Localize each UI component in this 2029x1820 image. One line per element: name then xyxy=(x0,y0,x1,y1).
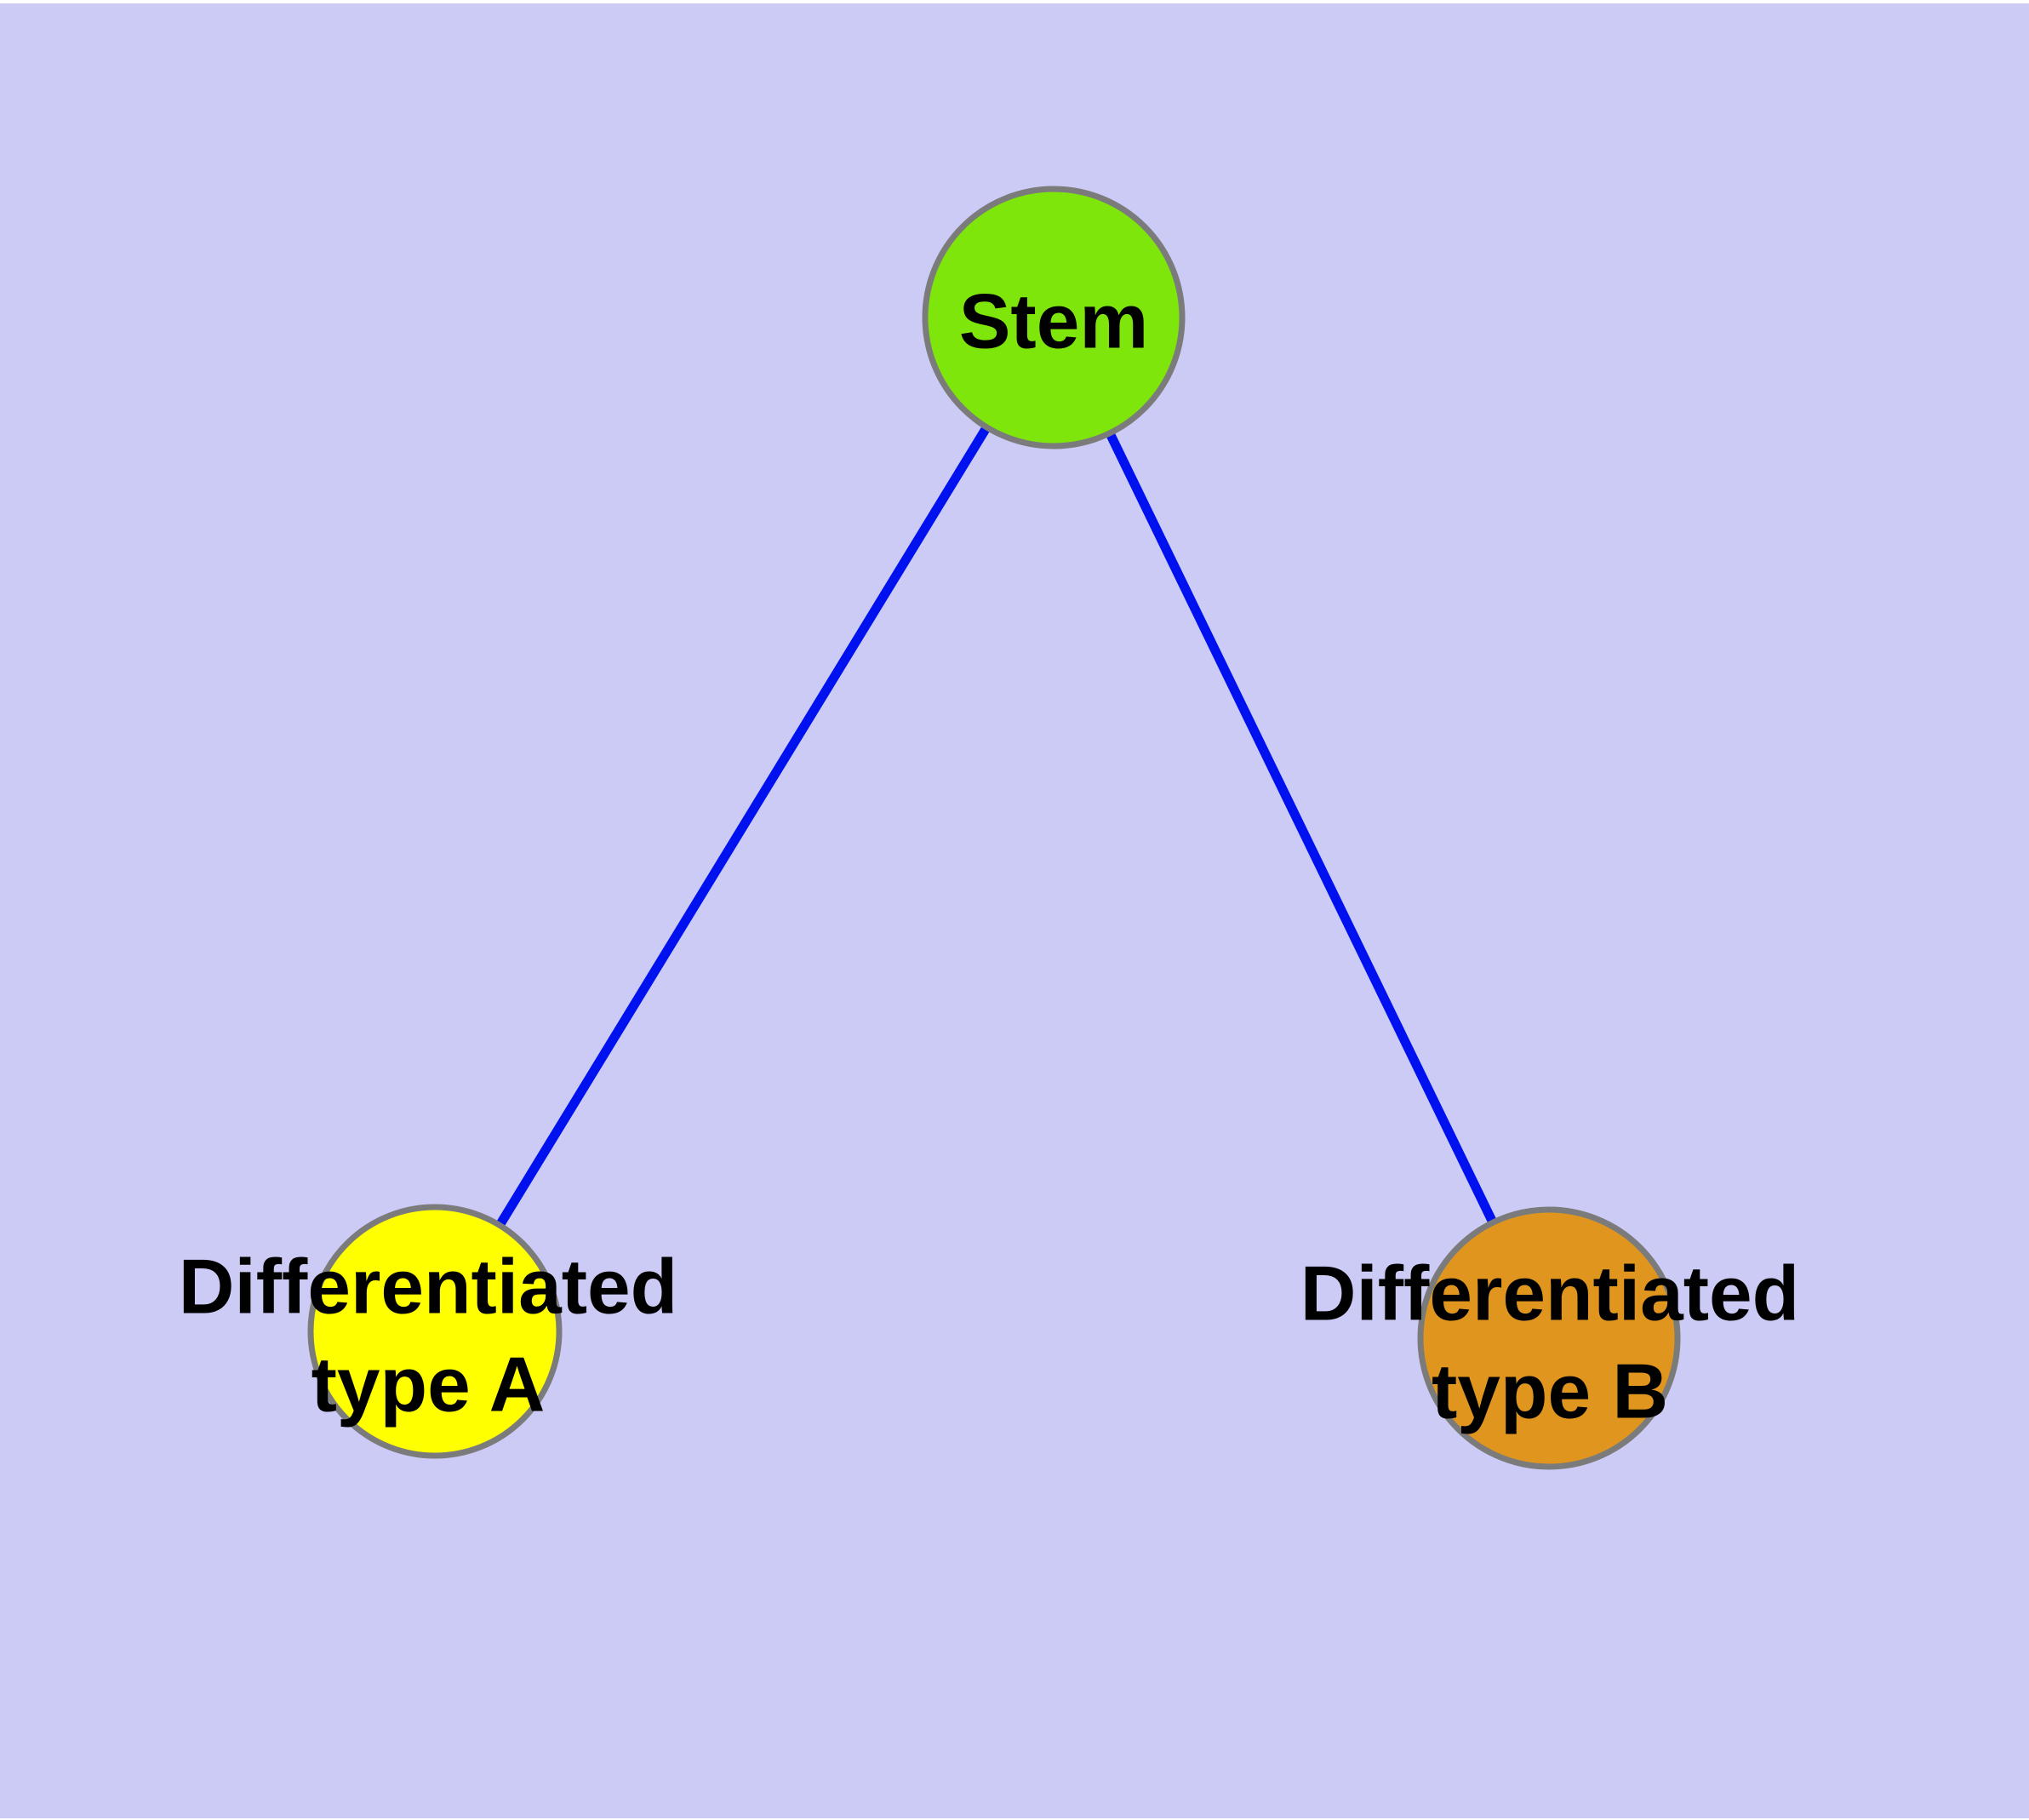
edge-stem-to-type-a xyxy=(431,315,1058,1334)
node-differentiated-type-a-label-line1: Differentiated xyxy=(179,1245,678,1331)
node-stem-circle xyxy=(922,186,1186,449)
node-differentiated-type-a-label: Differentiated type A xyxy=(179,1245,678,1428)
bottom-margin-strip xyxy=(0,1818,2029,1820)
node-differentiated-type-a-circle xyxy=(307,1204,563,1459)
node-differentiated-type-a-label-line2: type A xyxy=(311,1342,546,1428)
top-margin-strip xyxy=(0,0,2029,3)
node-differentiated-type-b-label-line2: type B xyxy=(1432,1349,1668,1435)
node-differentiated-type-b-circle xyxy=(1417,1206,1681,1470)
node-differentiated-type-b-label: Differentiated type B xyxy=(1300,1251,1800,1435)
node-stem-label: Stem xyxy=(959,279,1149,365)
node-differentiated-type-b-label-line1: Differentiated xyxy=(1300,1251,1800,1337)
edge-stem-to-type-b xyxy=(1049,315,1553,1341)
